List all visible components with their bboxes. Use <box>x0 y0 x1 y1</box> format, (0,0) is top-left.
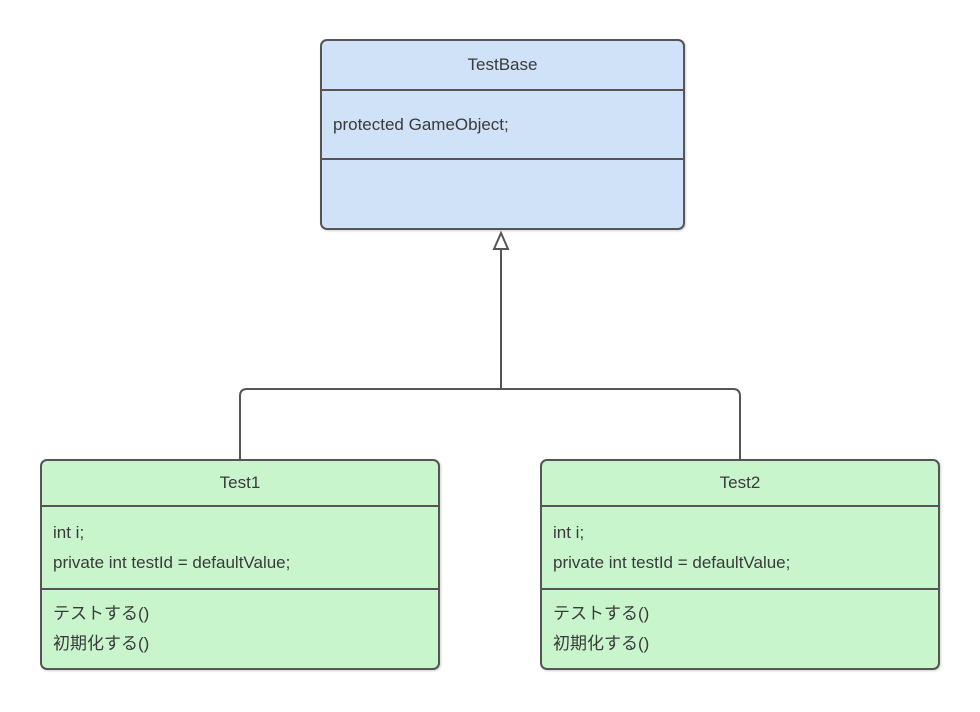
inheritance-edge-test2 <box>501 388 741 459</box>
class-field: private int testId = defaultValue; <box>553 552 791 572</box>
class-fields: protected GameObject; <box>322 91 683 160</box>
class-field: private int testId = defaultValue; <box>53 552 291 572</box>
class-method: 初期化する() <box>553 634 650 653</box>
class-method: テストする() <box>53 604 150 623</box>
class-title-label: Test2 <box>719 473 761 492</box>
class-methods: テストする() 初期化する() <box>42 590 438 668</box>
class-title: Test2 <box>542 461 938 507</box>
class-box-testbase: TestBase protected GameObject; <box>320 39 685 230</box>
class-fields: int i; private int testId = defaultValue… <box>542 507 938 590</box>
inheritance-edge-test1 <box>239 388 501 459</box>
class-field: protected GameObject; <box>333 114 509 134</box>
class-title: Test1 <box>42 461 438 507</box>
inheritance-arrowhead-icon <box>492 230 510 250</box>
class-method: テストする() <box>553 604 650 623</box>
class-methods: テストする() 初期化する() <box>542 590 938 668</box>
class-field: int i; <box>53 522 85 542</box>
class-title-label: Test1 <box>219 473 261 492</box>
class-method: 初期化する() <box>53 634 150 653</box>
class-field: int i; <box>553 522 585 542</box>
class-box-test2: Test2 int i; private int testId = defaul… <box>540 459 940 670</box>
class-title-label: TestBase <box>467 55 538 74</box>
class-methods <box>322 160 683 228</box>
class-box-test1: Test1 int i; private int testId = defaul… <box>40 459 440 670</box>
class-title: TestBase <box>322 41 683 91</box>
class-fields: int i; private int testId = defaultValue… <box>42 507 438 590</box>
